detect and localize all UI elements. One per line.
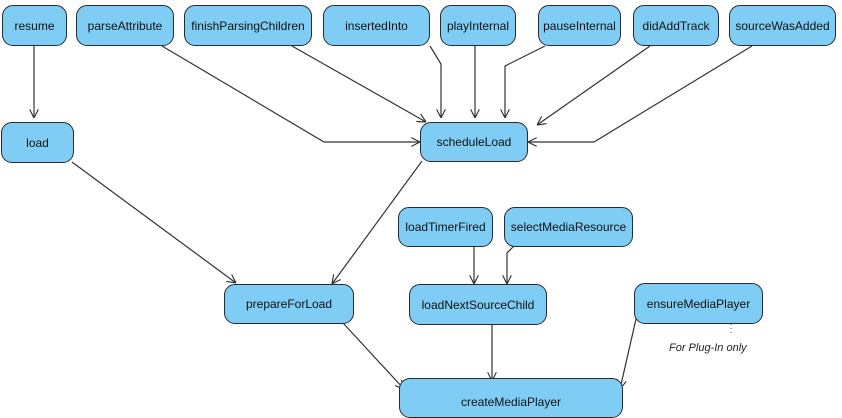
edge-parseattribute-scheduleload — [161, 45, 420, 142]
node-parseattribute: parseAttribute — [76, 5, 174, 46]
node-createmediaplayer: createMediaPlayer — [399, 378, 623, 418]
node-ensuremediaplayer: ensureMediaPlayer — [634, 283, 763, 324]
node-sourcewasadded: sourceWasAdded — [729, 5, 836, 46]
node-didaddtrack: didAddTrack — [633, 5, 719, 46]
node-pauseinternal: pauseInternal — [538, 5, 621, 46]
node-finishparsingchildren: finishParsingChildren — [184, 5, 312, 46]
node-selectmediaresource: selectMediaResource — [504, 207, 633, 247]
edge-scheduleload-prepareforload — [332, 160, 423, 284]
node-load: load — [1, 122, 74, 163]
edge-sourcewasadded-scheduleload — [528, 45, 753, 142]
node-playinternal: playInternal — [440, 5, 516, 46]
edge-prepareforload-createmediaplayer — [342, 322, 404, 389]
edge-ensuremediaplayer-createmediaplayer — [620, 318, 637, 389]
edge-insertedinto-scheduleload — [429, 45, 441, 118]
node-prepareforload: prepareForLoad — [224, 284, 354, 324]
edge-pauseinternal-scheduleload — [505, 45, 546, 118]
node-loadtimerfired: loadTimerFired — [398, 207, 493, 247]
node-insertedinto: insertedInto — [323, 5, 430, 46]
edge-finishparsingchildren-scheduleload — [291, 45, 426, 122]
node-loadnextsourcechild: loadNextSourceChild — [409, 284, 547, 325]
edge-didaddtrack-scheduleload — [537, 45, 651, 125]
plugin-only-note: For Plug-In only — [669, 342, 747, 354]
edge-load-prepareforload — [71, 161, 236, 283]
edge-selectmediaresource-loadnextsourcechild — [507, 245, 515, 284]
node-scheduleload: scheduleLoad — [420, 122, 528, 162]
edge-layer — [0, 45, 753, 400]
node-resume: resume — [2, 5, 67, 46]
